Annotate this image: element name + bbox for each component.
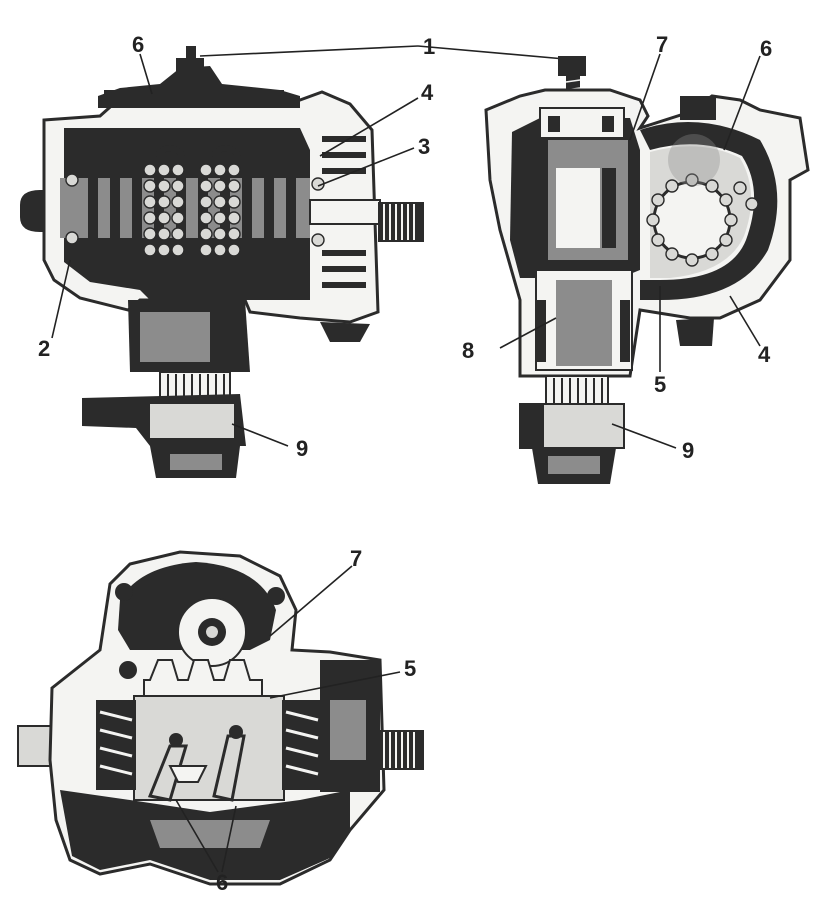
callout-6: 6	[760, 36, 772, 61]
callout-7: 7	[350, 546, 362, 571]
callout-6: 6	[216, 870, 228, 895]
callout-9: 9	[682, 438, 694, 463]
callout-9: 9	[296, 436, 308, 461]
callout-3: 3	[418, 134, 430, 159]
callout-7: 7	[656, 32, 668, 57]
side-section-callouts: 1 6 4 3 2 9	[38, 32, 435, 461]
side-section-view	[20, 46, 424, 478]
callout-4: 4	[421, 80, 434, 105]
callout-8: 8	[462, 338, 474, 363]
callout-5: 5	[654, 372, 666, 397]
bottom-cutaway-view	[17, 550, 424, 886]
callout-5: 5	[404, 656, 416, 681]
side-section-leaders	[51, 45, 577, 447]
end-section-leaders	[499, 53, 761, 449]
bottom-view-callouts: 7 5 6	[216, 546, 416, 895]
end-section-view	[484, 56, 810, 484]
end-section-callouts: 7 6 8 5 4 9	[462, 32, 772, 463]
callout-6: 6	[132, 32, 144, 57]
callout-4: 4	[758, 342, 771, 367]
bottom-view-leaders	[175, 565, 401, 873]
callout-2: 2	[38, 336, 50, 361]
callout-1: 1	[423, 34, 435, 59]
